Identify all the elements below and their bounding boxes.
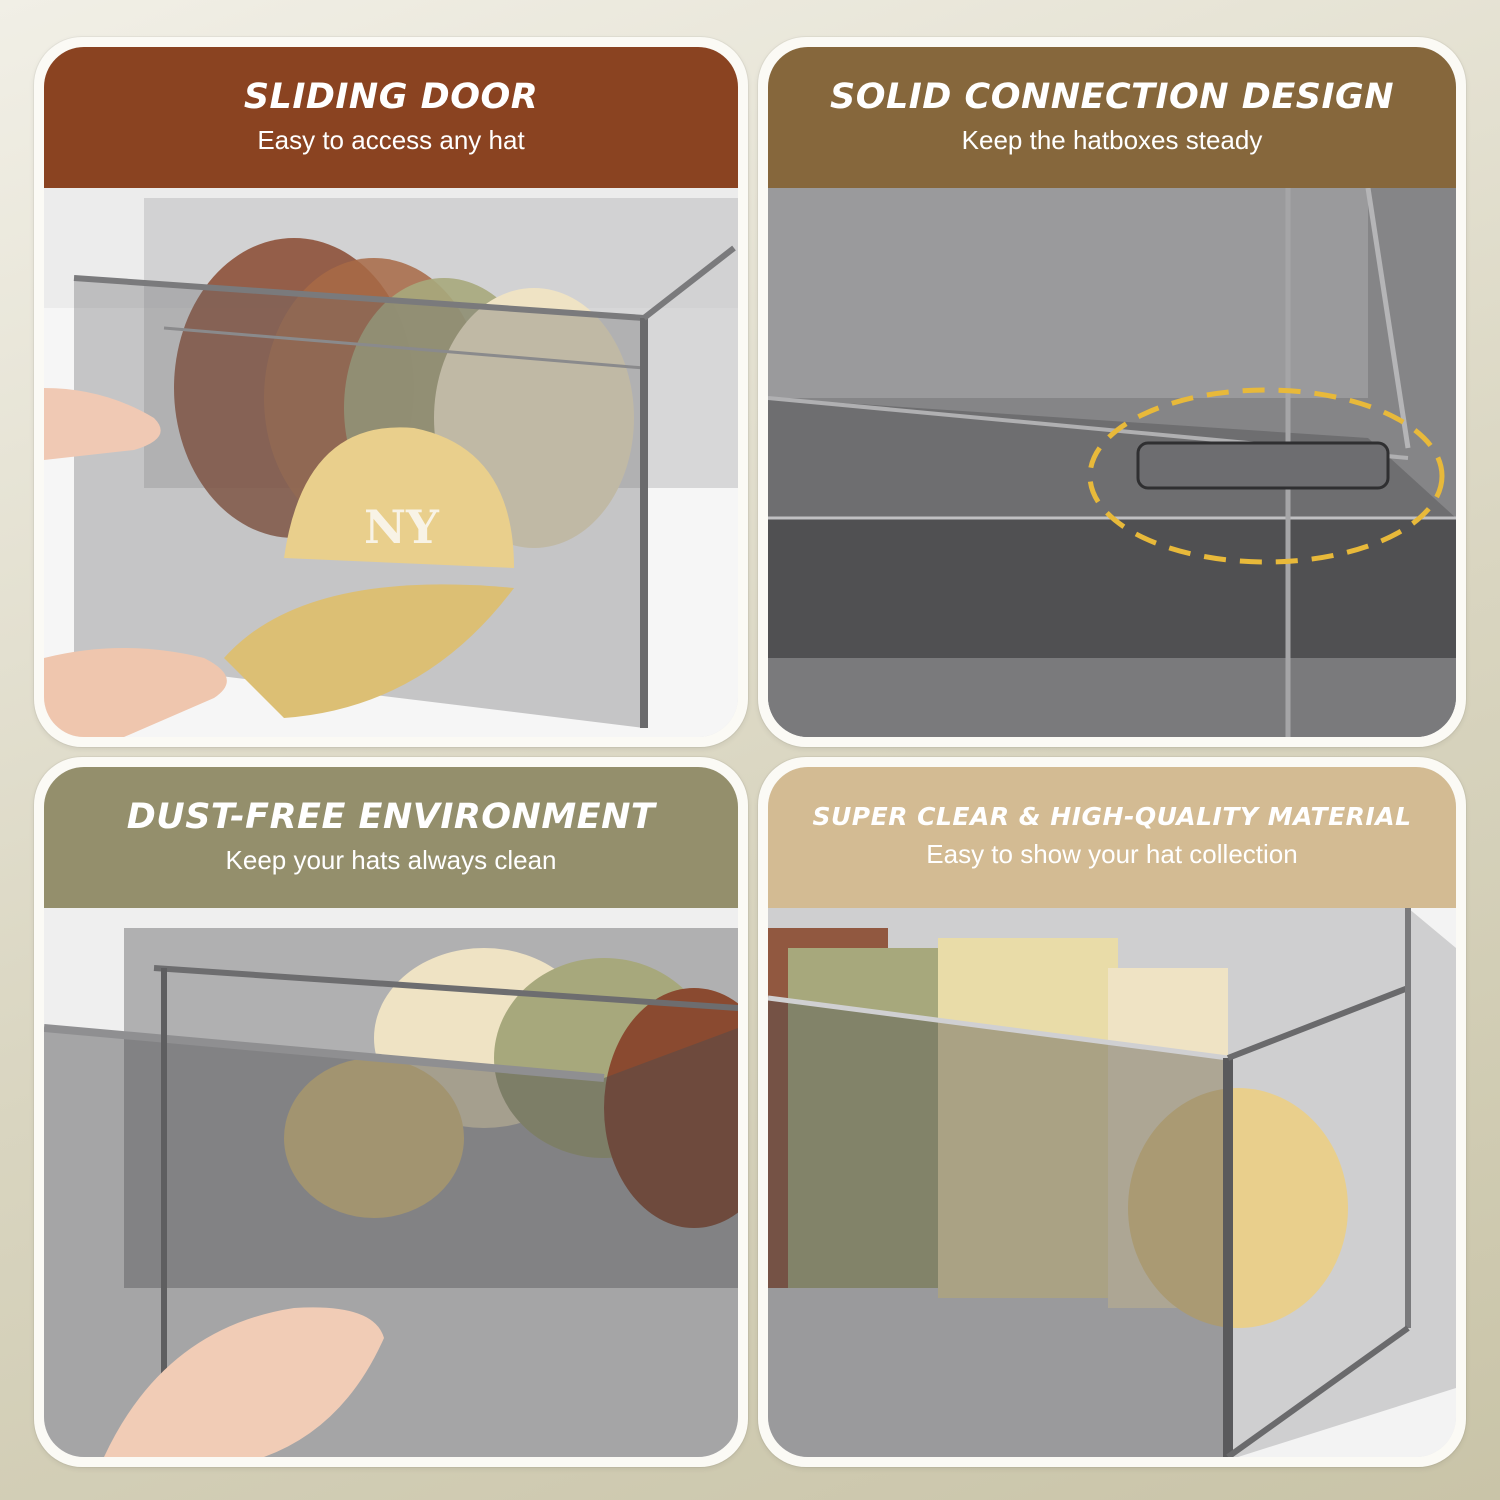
- cap-logo: NY: [364, 500, 440, 554]
- feature-banner: SLIDING DOOR Easy to access any hat: [44, 47, 738, 188]
- panel-card: SUPER CLEAR & HIGH-QUALITY MATERIAL Easy…: [768, 767, 1456, 1457]
- product-photo-sliding-door: NY: [44, 188, 738, 737]
- feature-title: SUPER CLEAR & HIGH-QUALITY MATERIAL: [812, 802, 1412, 832]
- highlight-ring: [1087, 387, 1445, 565]
- feature-subtitle: Easy to access any hat: [257, 124, 525, 155]
- feature-panel-dust-free: DUST-FREE ENVIRONMENT Keep your hats alw…: [34, 757, 748, 1467]
- feature-subtitle: Keep your hats always clean: [225, 844, 557, 875]
- feature-subtitle: Easy to show your hat collection: [926, 838, 1298, 869]
- feature-title: DUST-FREE ENVIRONMENT: [126, 797, 656, 838]
- product-photo-dust-free: [44, 908, 738, 1457]
- feature-subtitle: Keep the hatboxes steady: [961, 124, 1263, 155]
- product-photo-super-clear: [768, 908, 1456, 1457]
- feature-banner: SOLID CONNECTION DESIGN Keep the hatboxe…: [768, 47, 1456, 188]
- feature-banner: SUPER CLEAR & HIGH-QUALITY MATERIAL Easy…: [768, 767, 1456, 908]
- feature-title: SLIDING DOOR: [243, 77, 539, 118]
- feature-panel-super-clear: SUPER CLEAR & HIGH-QUALITY MATERIAL Easy…: [758, 757, 1466, 1467]
- feature-panel-sliding-door: SLIDING DOOR Easy to access any hat: [34, 37, 748, 747]
- panel-card: DUST-FREE ENVIRONMENT Keep your hats alw…: [44, 767, 738, 1457]
- product-photo-connection: [768, 188, 1456, 737]
- feature-banner: DUST-FREE ENVIRONMENT Keep your hats alw…: [44, 767, 738, 908]
- panel-card: SOLID CONNECTION DESIGN Keep the hatboxe…: [768, 47, 1456, 737]
- panel-card: SLIDING DOOR Easy to access any hat: [44, 47, 738, 737]
- feature-title: SOLID CONNECTION DESIGN: [830, 77, 1394, 118]
- feature-panel-solid-connection: SOLID CONNECTION DESIGN Keep the hatboxe…: [758, 37, 1466, 747]
